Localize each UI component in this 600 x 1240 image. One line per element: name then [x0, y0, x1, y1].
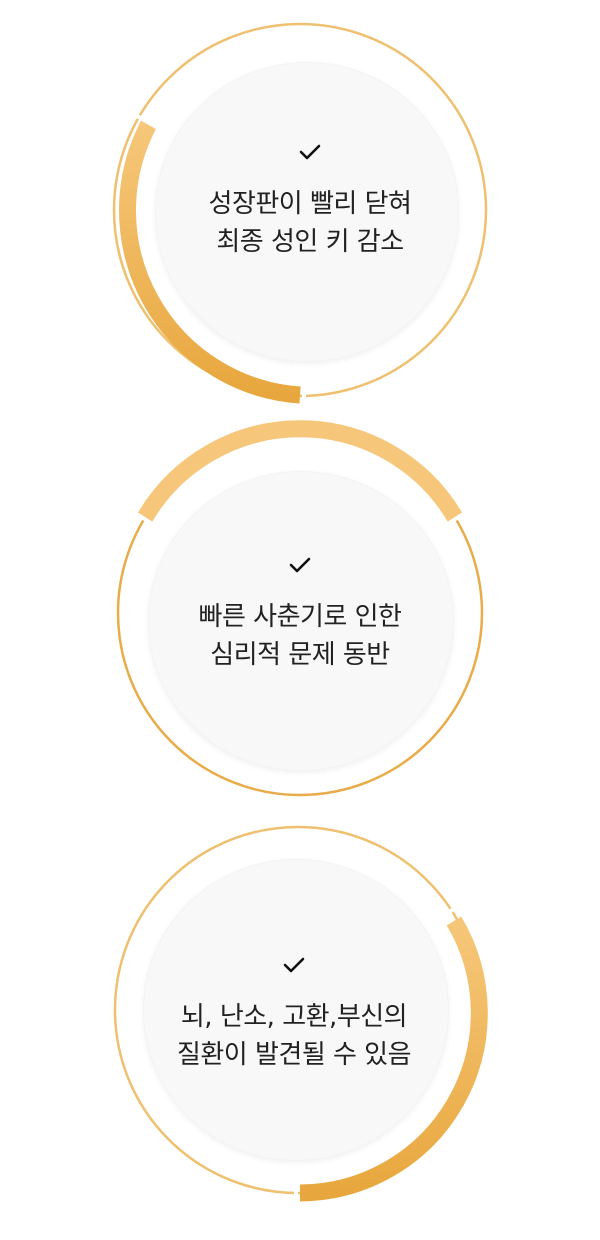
card-content-1: 성장판이 빨리 닫혀 최종 성인 키 감소	[120, 12, 500, 392]
progress-ring-1	[112, 22, 488, 404]
checkmark-icon	[289, 557, 311, 573]
card-text-1: 성장판이 빨리 닫혀 최종 성인 키 감소	[209, 185, 412, 261]
card-content-2: 빠른 사춘기로 인한 심리적 문제 동반	[110, 425, 490, 805]
content-disc-2	[148, 471, 454, 771]
checkmark-icon	[299, 144, 321, 160]
card-line: 빠른 사춘기로 인한	[198, 602, 402, 632]
card-content-3: 뇌, 난소, 고환,부신의 질환이 발견될 수 있음	[104, 825, 484, 1205]
info-card-2: 빠른 사춘기로 인한 심리적 문제 동반	[110, 420, 490, 805]
card-line: 질환이 발견될 수 있음	[176, 1040, 412, 1070]
checkmark-icon	[283, 957, 305, 973]
card-line: 뇌, 난소, 고환,부신의	[180, 1002, 408, 1032]
card-line: 심리적 문제 동반	[210, 640, 390, 670]
card-line: 최종 성인 키 감소	[216, 227, 404, 257]
progress-ring-3	[113, 825, 488, 1205]
card-text-3: 뇌, 난소, 고환,부신의 질환이 발견될 수 있음	[176, 998, 412, 1074]
progress-ring-2	[116, 420, 484, 797]
info-card-1: 성장판이 빨리 닫혀 최종 성인 키 감소	[110, 20, 490, 404]
content-disc-3	[143, 859, 449, 1161]
content-disc-1	[155, 62, 459, 362]
card-text-2: 빠른 사춘기로 인한 심리적 문제 동반	[199, 598, 402, 674]
info-card-3: 뇌, 난소, 고환,부신의 질환이 발견될 수 있음	[110, 825, 490, 1205]
card-line: 성장판이 빨리 닫혀	[208, 189, 412, 219]
